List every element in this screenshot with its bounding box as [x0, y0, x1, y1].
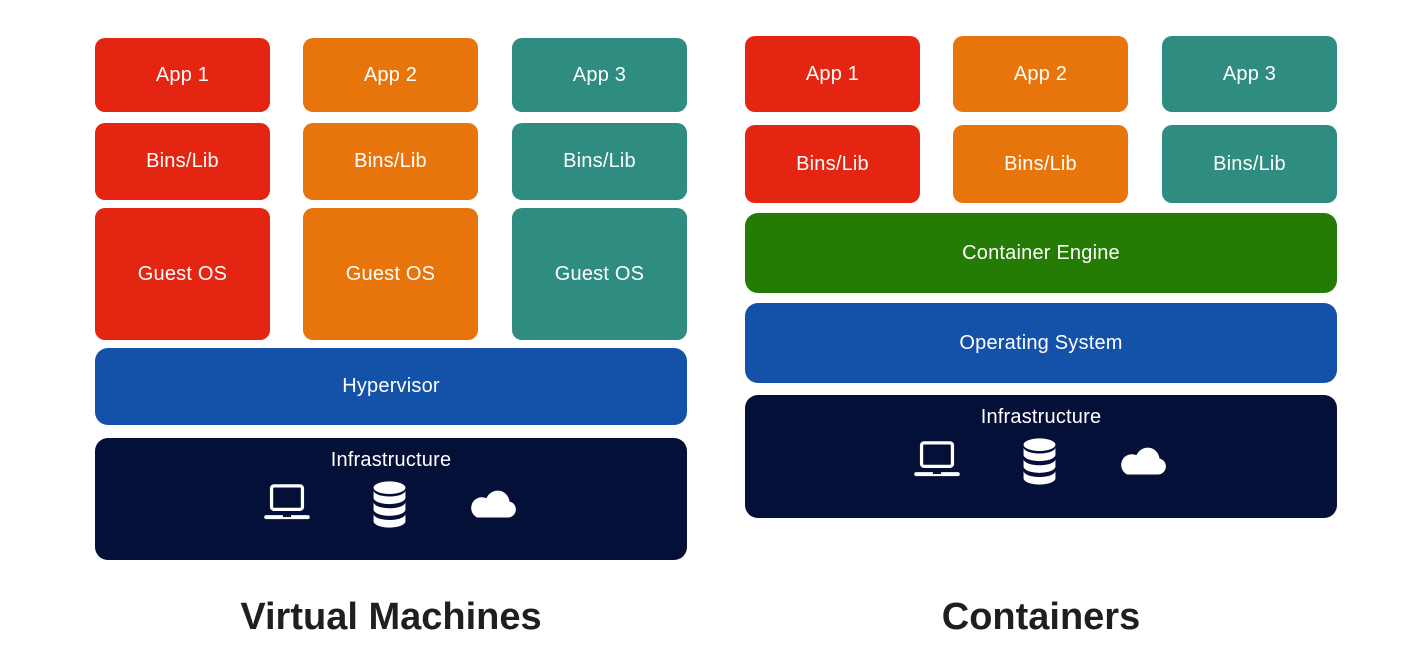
laptop-icon	[914, 441, 960, 477]
cloud-icon	[471, 490, 516, 517]
vm-binslib-3-box: Bins/Lib	[512, 123, 687, 200]
container-engine-bar: Container Engine	[745, 213, 1337, 293]
cloud-icon	[1121, 447, 1166, 474]
operating-system-bar: Operating System	[745, 303, 1337, 383]
vm-hypervisor-bar: Hypervisor	[95, 348, 687, 425]
vm-infrastructure-icons	[261, 481, 521, 528]
vm-guestos-2-box: Guest OS	[303, 208, 478, 340]
containers-binslib-2-box: Bins/Lib	[953, 125, 1128, 203]
containers-infrastructure-icons	[911, 438, 1171, 485]
containers-binslib-3-box: Bins/Lib	[1162, 125, 1337, 203]
containers-title: Containers	[941, 596, 1141, 638]
vm-guestos-1-box: Guest OS	[95, 208, 270, 340]
containers-app-2-box: App 2	[953, 36, 1128, 112]
vm-guestos-3-box: Guest OS	[512, 208, 687, 340]
containers-app-3-box: App 3	[1162, 36, 1337, 112]
vm-binslib-1-box: Bins/Lib	[95, 123, 270, 200]
database-icon	[1023, 438, 1056, 485]
virtual-machines-title: Virtual Machines	[240, 596, 542, 638]
laptop-icon	[264, 484, 310, 520]
vm-infrastructure-label: Infrastructure	[330, 449, 452, 471]
vm-infrastructure-bar: Infrastructure	[95, 438, 687, 560]
containers-binslib-1-box: Bins/Lib	[745, 125, 920, 203]
containers-app-1-box: App 1	[745, 36, 920, 112]
vm-app-2-box: App 2	[303, 38, 478, 112]
containers-infrastructure-bar: Infrastructure	[745, 395, 1337, 518]
vm-binslib-2-box: Bins/Lib	[303, 123, 478, 200]
vm-app-3-box: App 3	[512, 38, 687, 112]
database-icon	[373, 481, 406, 528]
vm-app-1-box: App 1	[95, 38, 270, 112]
containers-infrastructure-label: Infrastructure	[980, 406, 1102, 428]
